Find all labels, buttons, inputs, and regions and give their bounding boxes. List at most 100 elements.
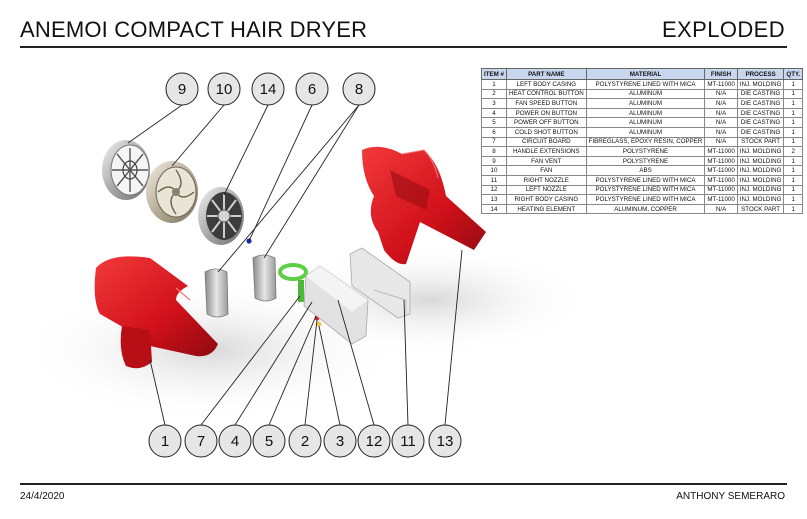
svg-text:13: 13 — [437, 433, 454, 450]
bom-cell: HANDLE EXTENSIONS — [505, 146, 587, 157]
svg-text:9: 9 — [178, 81, 186, 98]
bom-cell: DIE CASTING — [736, 88, 785, 100]
bom-cell: N/A — [704, 126, 738, 138]
callout-1: 1 — [148, 424, 182, 458]
fan-part — [146, 161, 198, 223]
bom-cell: FAN — [505, 165, 587, 176]
bom-cell: ALUMINUM — [585, 88, 706, 100]
callout-14: 14 — [251, 72, 285, 106]
bom-cell: HEAT CONTROL BUTTON — [505, 88, 587, 100]
handle-extension-part — [204, 254, 277, 318]
bom-cell: 12 — [481, 184, 507, 196]
bom-header-finish: FINISH — [704, 68, 738, 80]
right-nozzle-part — [349, 247, 411, 319]
bom-cell: INJ. MOLDING — [736, 146, 785, 157]
bom-cell: 1 — [783, 194, 804, 205]
bom-cell: ALUMINUM — [585, 98, 706, 109]
bom-cell: 1 — [783, 88, 804, 100]
drawing-title: ANEMOI COMPACT HAIR DRYER — [20, 17, 368, 42]
callout-8: 8 — [342, 72, 376, 106]
svg-text:2: 2 — [301, 433, 309, 450]
drawing-date: 24/4/2020 — [20, 491, 65, 502]
bom-cell: ALUMINUM, COPPER — [585, 203, 706, 215]
bom-cell: POLYSTYRENE LINED WITH MICA — [585, 194, 706, 205]
bom-cell: 1 — [481, 79, 507, 90]
bom-cell: DIE CASTING — [736, 126, 785, 138]
bom-cell: INJ. MOLDING — [736, 184, 785, 196]
svg-text:7: 7 — [197, 433, 205, 450]
bom-cell: POLYSTYRENE LINED WITH MICA — [585, 174, 706, 186]
leader-lines — [127, 104, 463, 426]
left-nozzle-part — [303, 265, 369, 345]
bom-cell: MT-11000 — [704, 165, 738, 176]
bom-cell: 1 — [783, 107, 804, 119]
bom-cell: 4 — [481, 107, 507, 119]
bom-cell: POLYSTYRENE LINED WITH MICA — [585, 79, 706, 90]
bill-of-materials-table: ITEM # PART NAME MATERIAL FINISH PROCESS… — [481, 68, 804, 215]
bom-cell: RIGHT NOZZLE — [505, 174, 587, 186]
svg-text:12: 12 — [366, 433, 383, 450]
bom-cell: 7 — [481, 136, 507, 148]
bom-cell: N/A — [704, 203, 738, 215]
bom-cell: ALUMINUM — [585, 117, 706, 128]
bom-cell: 1 — [783, 117, 804, 128]
bom-cell: N/A — [704, 107, 738, 119]
bom-cell: 14 — [481, 203, 507, 215]
bom-cell: N/A — [704, 117, 738, 128]
bom-cell: 1 — [783, 79, 804, 90]
callout-6: 6 — [295, 72, 329, 106]
bom-cell: COLD SHOT BUTTON — [505, 126, 587, 138]
callout-3: 3 — [323, 424, 357, 458]
view-label: EXPLODED — [661, 17, 785, 42]
callout-9: 9 — [165, 72, 199, 106]
bom-cell: LEFT NOZZLE — [505, 184, 587, 196]
bom-cell: 2 — [783, 146, 804, 157]
bom-cell: 1 — [783, 165, 804, 176]
bom-cell: 1 — [783, 98, 804, 109]
bom-cell: 8 — [481, 146, 507, 157]
bom-cell: FIBREGLASS, EPOXY RESIN, COPPER — [585, 136, 706, 148]
bom-cell: POLYSTYRENE LINED WITH MICA — [585, 184, 706, 196]
bom-cell: INJ. MOLDING — [736, 165, 785, 176]
bom-cell: CIRCUIT BOARD — [505, 136, 587, 148]
bom-cell: INJ. MOLDING — [736, 155, 785, 167]
bom-cell: ALUMINUM — [585, 107, 706, 119]
svg-text:3: 3 — [336, 433, 344, 450]
drawing-author: ANTHONY SEMERARO — [676, 491, 785, 502]
bom-cell: 6 — [481, 126, 507, 138]
bom-cell: 3 — [481, 98, 507, 109]
bom-cell: MT-11000 — [704, 79, 738, 90]
bom-cell: DIE CASTING — [736, 107, 785, 119]
bom-header-qty: QTY. — [783, 68, 804, 80]
svg-text:5: 5 — [265, 433, 273, 450]
bom-header-item: ITEM # — [481, 68, 507, 80]
bom-cell: STOCK PART — [736, 203, 785, 215]
callout-11: 11 — [391, 424, 425, 458]
bom-cell: POLYSTYRENE — [585, 146, 706, 157]
bom-header-part-name: PART NAME — [505, 68, 587, 80]
header-rule — [20, 46, 787, 48]
bom-cell: ALUMINUM — [585, 126, 706, 138]
heating-element-part — [198, 187, 244, 245]
bom-cell: N/A — [704, 88, 738, 100]
fan-vent-part — [102, 140, 150, 200]
footer-rule — [20, 483, 787, 485]
bom-header-material: MATERIAL — [585, 68, 706, 80]
bom-cell: INJ. MOLDING — [736, 194, 785, 205]
bom-cell: 9 — [481, 155, 507, 167]
callout-5: 5 — [252, 424, 286, 458]
bom-cell: MT-11000 — [704, 184, 738, 196]
bom-header-process: PROCESS — [736, 68, 785, 80]
bom-cell: 11 — [481, 174, 507, 186]
bom-cell: MT-11000 — [704, 174, 738, 186]
bom-cell: STOCK PART — [736, 136, 785, 148]
